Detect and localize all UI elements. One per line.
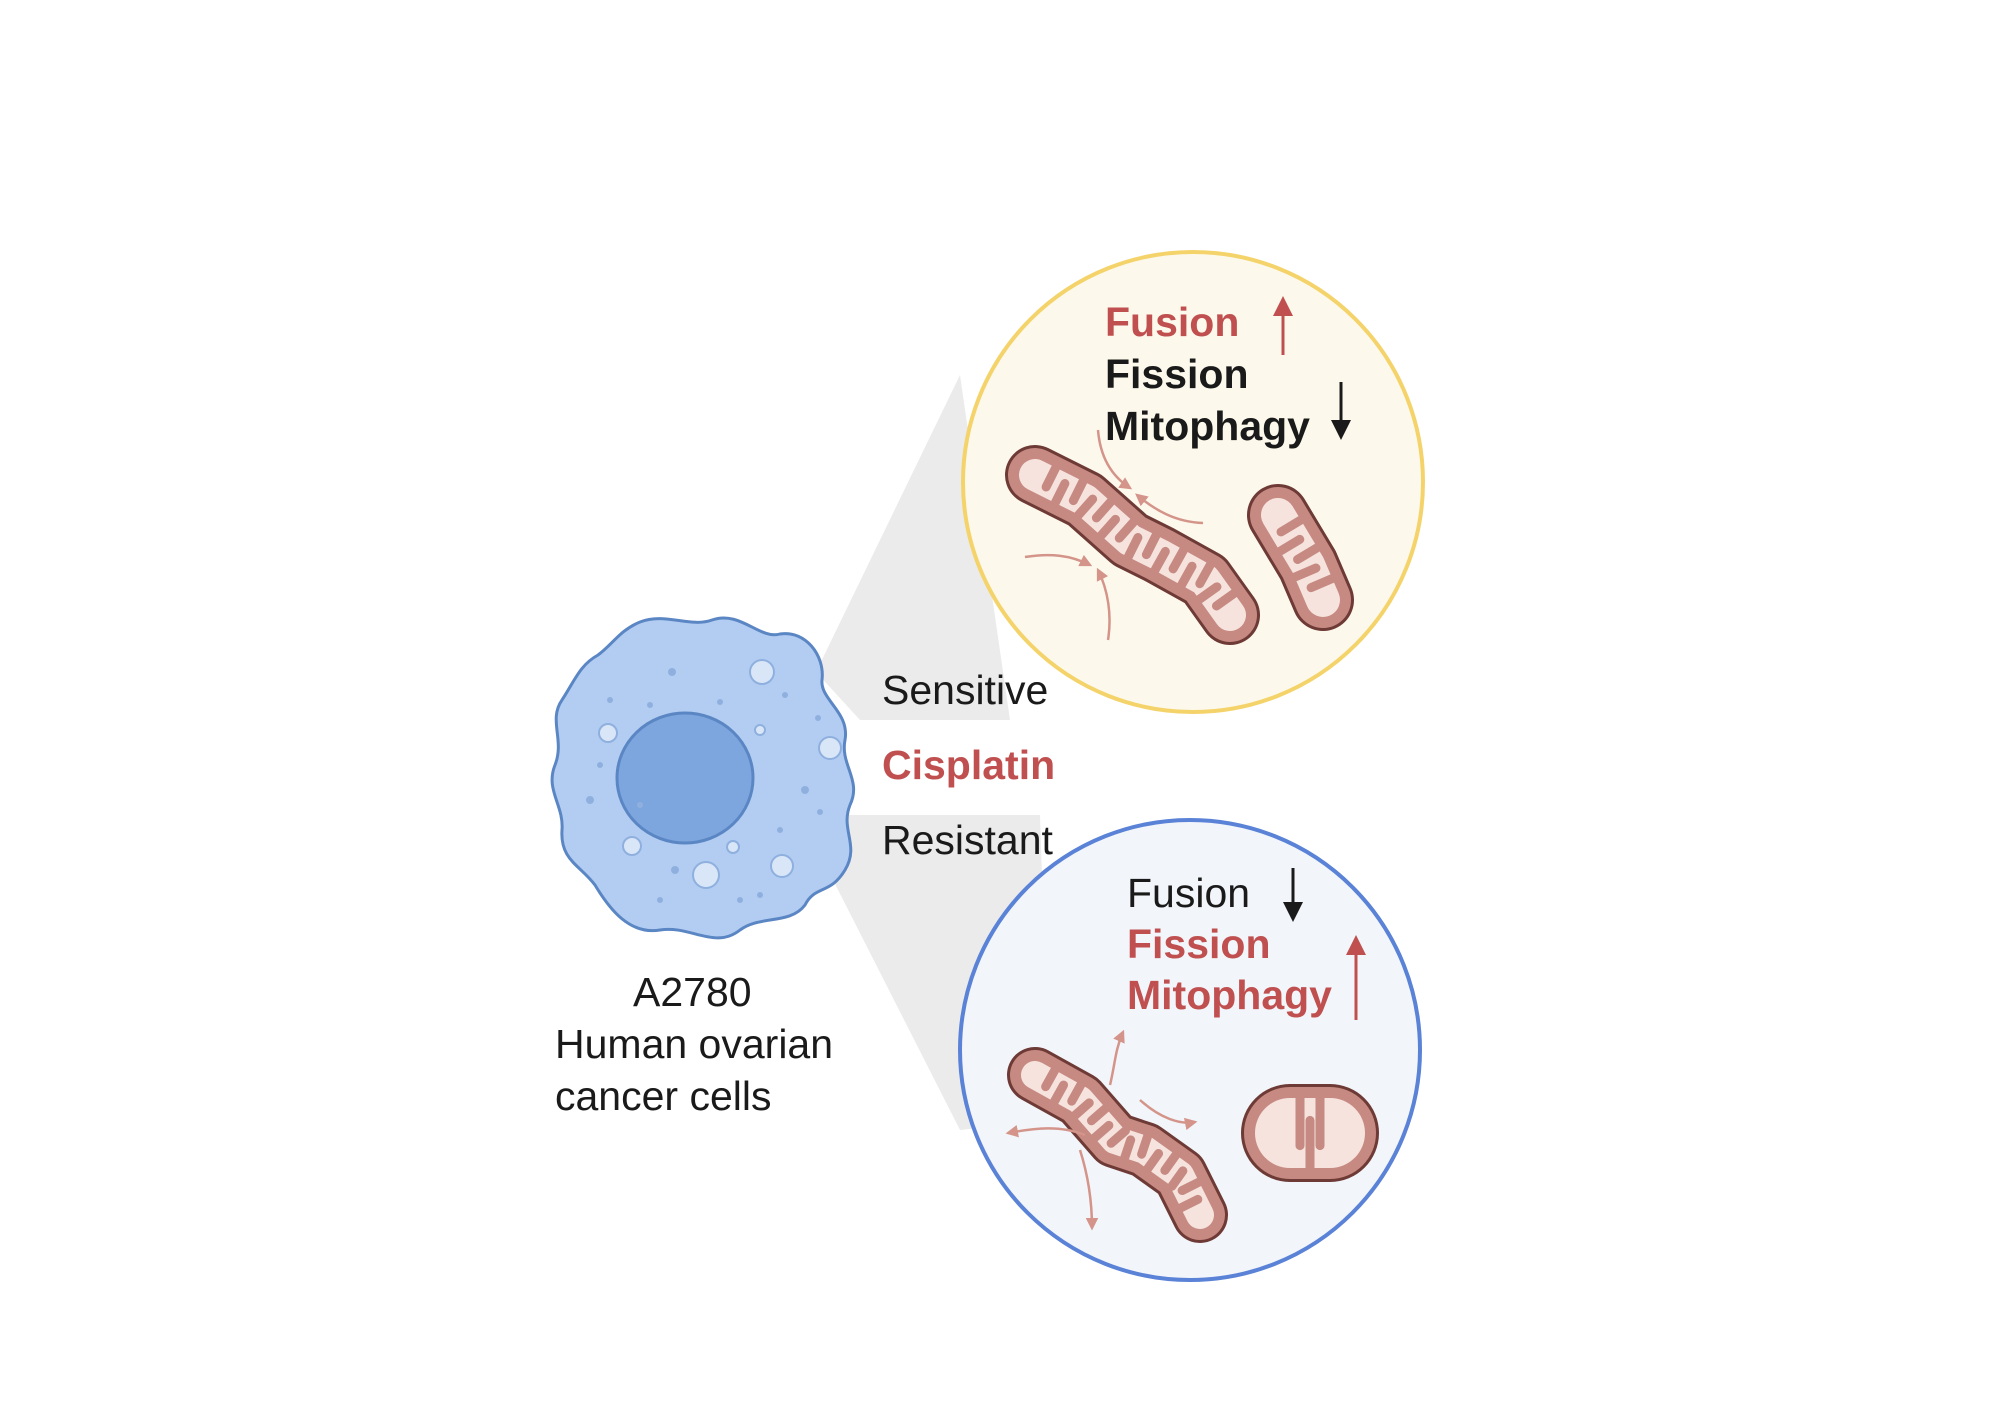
sensitive-label: Sensitive [882,667,1049,713]
cancer-cell-icon [550,616,856,940]
trend-arrow-up-fusion-top [1273,296,1293,355]
cell-caption: A2780 Human ovarian cancer cells [555,966,833,1122]
cell-vesicles [598,659,842,889]
bottom-mitophagy-label: Mitophagy [1127,972,1332,1018]
bottom-fusion-label: Fusion [1127,870,1251,916]
bottom-fission-label: Fission [1127,921,1271,967]
resistant-label: Resistant [882,817,1053,863]
fission-arrows [1005,1029,1198,1231]
cell-nucleus [615,711,755,845]
cisplatin-label: Cisplatin [882,742,1056,788]
mitochondrion-fusing [1005,445,1260,645]
top-mitophagy-label: Mitophagy [1105,403,1310,449]
zoom-cone-sensitive [816,375,1010,720]
trend-arrow-down-mitophagy-top [1331,382,1351,440]
cell-description-2: cancer cells [555,1073,772,1119]
trend-arrow-up-mitophagy-bottom [1346,935,1366,1020]
mitochondrion-small-top [1247,484,1354,631]
trend-arrow-down-fusion-bottom [1283,868,1303,922]
top-fusion-label: Fusion [1105,299,1240,345]
cell-granules [586,668,823,903]
fusion-arrows [1024,429,1204,641]
mitochondrion-round-bottom [1241,1084,1379,1182]
top-fission-label: Fission [1105,351,1249,397]
mitochondrion-splitting [1007,1047,1228,1243]
cell-line-name: A2780 [633,969,752,1015]
cell-description-1: Human ovarian [555,1021,834,1067]
